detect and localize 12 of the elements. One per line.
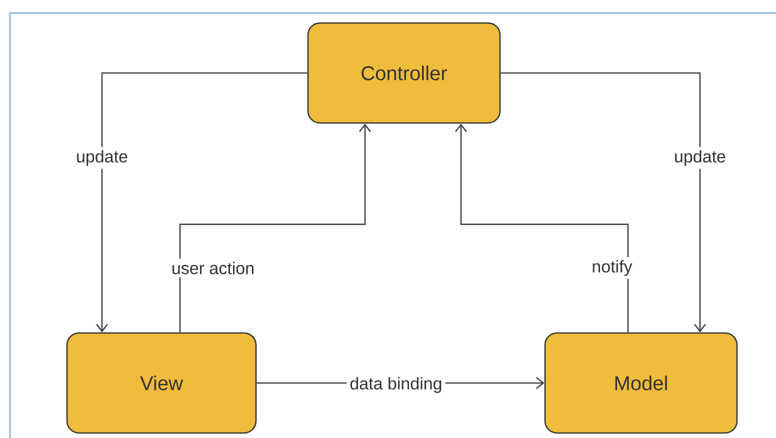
arrow [455, 124, 629, 332]
process-box: Model [544, 332, 738, 434]
process-box: View [66, 332, 257, 434]
edge-label: update [73, 147, 131, 169]
arrow [96, 72, 308, 332]
edge-label: notify [588, 257, 636, 279]
edge-label: user action [168, 258, 258, 278]
arrow [179, 124, 372, 332]
process-box: Controller [307, 22, 501, 124]
arrow [500, 72, 706, 332]
edge-label: update [671, 147, 729, 169]
edge-label: data binding [346, 374, 446, 396]
